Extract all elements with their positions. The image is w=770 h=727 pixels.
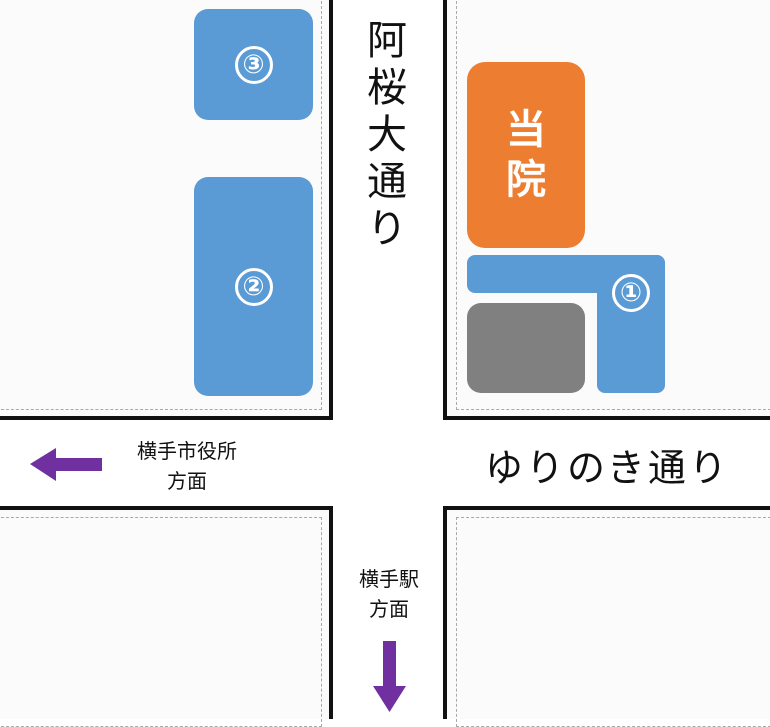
neighbor-building bbox=[467, 303, 585, 393]
block-southeast bbox=[446, 510, 770, 719]
property-line-northeast bbox=[456, 0, 770, 410]
curb-northwest-horizontal bbox=[0, 416, 333, 420]
curb-southeast-horizontal bbox=[443, 506, 770, 510]
curb-southeast-vertical bbox=[443, 506, 447, 719]
clinic-building[interactable]: 当 院 bbox=[467, 62, 585, 248]
direction-label-station: 横手駅 方面 bbox=[339, 564, 439, 624]
curb-northeast-vertical bbox=[443, 0, 447, 420]
direction-city-hall-line1: 横手市役所 bbox=[137, 439, 237, 463]
parking-lot-3[interactable]: ③ bbox=[194, 9, 313, 120]
road-label-yurinoki-dori: ゆりのき通り bbox=[485, 446, 730, 490]
block-southwest bbox=[0, 510, 331, 719]
lot-number-1: ① bbox=[612, 274, 650, 312]
direction-label-city-hall: 横手市役所 方面 bbox=[107, 436, 267, 496]
property-line-northwest bbox=[0, 0, 322, 410]
arrow-left-icon bbox=[30, 448, 102, 481]
direction-station-line1: 横手駅 bbox=[359, 567, 419, 591]
road-label-asakura-odori: 阿桜大通り bbox=[367, 18, 407, 252]
direction-city-hall-line2: 方面 bbox=[167, 469, 207, 493]
lot-number-3: ③ bbox=[234, 45, 273, 84]
curb-southwest-horizontal bbox=[0, 506, 333, 510]
arrow-down-icon bbox=[373, 641, 406, 712]
clinic-label-line2: 院 bbox=[506, 157, 546, 203]
parking-lot-1[interactable]: ① bbox=[597, 255, 665, 393]
clinic-label-line1: 当 bbox=[506, 107, 546, 153]
curb-southwest-vertical bbox=[329, 506, 333, 719]
parking-lot-2[interactable]: ② bbox=[194, 177, 313, 396]
direction-station-line2: 方面 bbox=[369, 597, 409, 621]
curb-northwest-vertical bbox=[329, 0, 333, 420]
curb-northeast-horizontal bbox=[443, 416, 770, 420]
lot-number-2: ② bbox=[234, 267, 273, 306]
